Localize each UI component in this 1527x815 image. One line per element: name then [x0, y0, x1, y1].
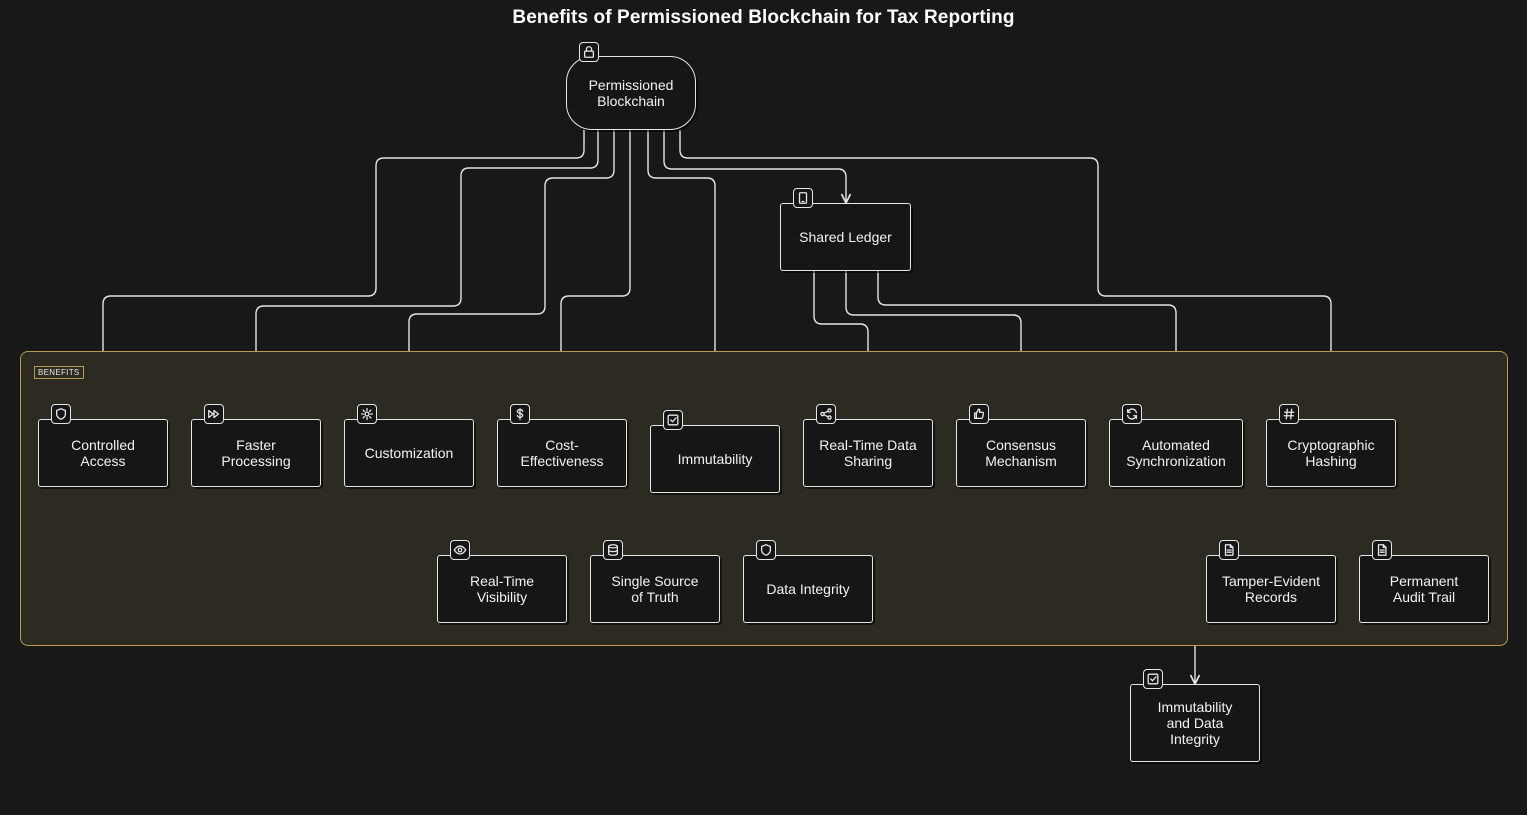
node-controlled-access[interactable]: Controlled Access [38, 404, 168, 487]
node-label: Immutability and Data Integrity [1157, 699, 1233, 747]
edge-root-faster-processing [256, 130, 599, 419]
checkbox-icon [1143, 669, 1163, 689]
edge-ledger-real-time-data-sharing [813, 271, 868, 419]
shield-icon [51, 404, 71, 424]
tablet-icon [793, 188, 813, 208]
node-tamper-evident-records[interactable]: Tamper-Evident Records [1206, 540, 1336, 623]
refresh-icon [1122, 404, 1142, 424]
node-label: Faster Processing [221, 437, 291, 469]
document-icon [1372, 540, 1392, 560]
node-label: Cost- Effectiveness [520, 437, 604, 469]
node-single-source-of-truth[interactable]: Single Source of Truth [590, 540, 720, 623]
benefits-group-label: BENEFITS [34, 366, 84, 379]
node-permissioned-blockchain[interactable]: Permissioned Blockchain [566, 42, 696, 130]
diagram-title: Benefits of Permissioned Blockchain for … [512, 7, 1015, 28]
edge-root-shared-ledger [663, 130, 846, 203]
node-label: Automated Synchronization [1126, 437, 1226, 469]
node-consensus-mechanism[interactable]: Consensus Mechanism [956, 404, 1086, 487]
fast-forward-icon [204, 404, 224, 424]
node-label: Tamper-Evident Records [1221, 573, 1321, 605]
node-real-time-visibility[interactable]: Real-Time Visibility [437, 540, 567, 623]
edge-root-cost-effectiveness [561, 130, 631, 419]
node-shared-ledger[interactable]: Shared Ledger [780, 188, 911, 271]
edge-root-controlled-access [103, 130, 585, 419]
node-real-time-data-sharing[interactable]: Real-Time Data Sharing [803, 404, 933, 487]
node-label: Real-Time Data Sharing [819, 437, 917, 469]
node-label: Cryptographic Hashing [1287, 437, 1375, 469]
edge-root-customization [409, 130, 615, 419]
node-label: Permissioned Blockchain [588, 77, 674, 109]
node-label: Immutability [677, 451, 753, 467]
dollar-icon [510, 404, 530, 424]
checkbox-icon [663, 410, 683, 430]
node-label: Customization [364, 445, 454, 461]
node-label: Shared Ledger [799, 229, 892, 245]
node-immutability-and-data-integrity[interactable]: Immutability and Data Integrity [1130, 669, 1260, 762]
edge-root-immutability [647, 130, 715, 425]
node-label: Permanent Audit Trail [1389, 573, 1459, 605]
edge-ledger-consensus-mechanism [845, 271, 1021, 419]
node-customization[interactable]: Customization [344, 404, 474, 487]
document-icon [1219, 540, 1239, 560]
thumbs-up-icon [969, 404, 989, 424]
eye-icon [450, 540, 470, 560]
node-data-integrity[interactable]: Data Integrity [743, 540, 873, 623]
database-icon [603, 540, 623, 560]
shield-icon [756, 540, 776, 560]
node-cost-effectiveness[interactable]: Cost- Effectiveness [497, 404, 627, 487]
edge-root-cryptographic-hashing [679, 130, 1331, 419]
node-immutability[interactable]: Immutability [650, 410, 780, 493]
node-label: Single Source of Truth [611, 573, 699, 605]
node-cryptographic-hashing[interactable]: Cryptographic Hashing [1266, 404, 1396, 487]
node-label: Data Integrity [766, 581, 850, 597]
node-permanent-audit-trail[interactable]: Permanent Audit Trail [1359, 540, 1489, 623]
node-label: Real-Time Visibility [469, 573, 535, 605]
hash-icon [1279, 404, 1299, 424]
share-icon [816, 404, 836, 424]
gear-icon [357, 404, 377, 424]
node-faster-processing[interactable]: Faster Processing [191, 404, 321, 487]
node-label: Controlled Access [71, 437, 135, 469]
edge-ledger-automated-synchronization [877, 271, 1176, 419]
node-label: Consensus Mechanism [985, 437, 1057, 469]
lock-icon [579, 42, 599, 62]
node-automated-synchronization[interactable]: Automated Synchronization [1109, 404, 1243, 487]
